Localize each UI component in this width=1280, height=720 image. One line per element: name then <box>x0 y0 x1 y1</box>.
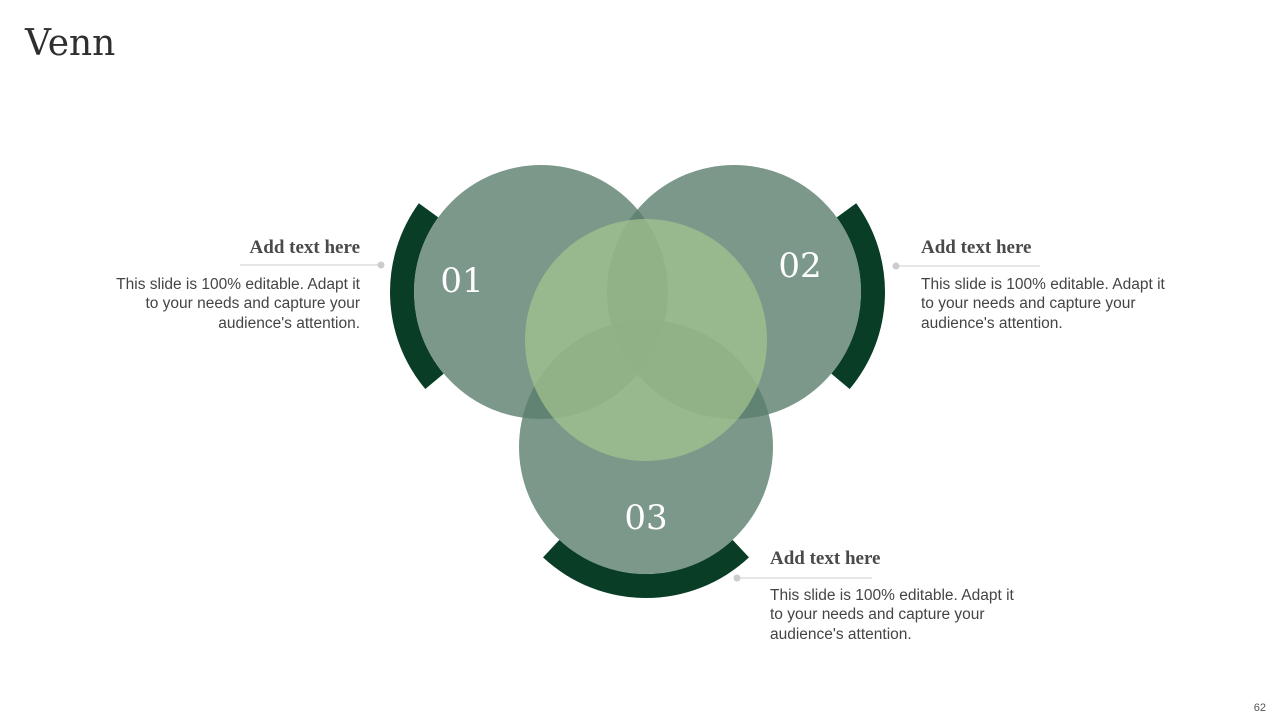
callout-02: Add text here This slide is 100% editabl… <box>921 237 1166 333</box>
callout-heading: Add text here <box>921 237 1032 258</box>
circle-label-03: 03 <box>624 498 667 538</box>
arc-accent-01 <box>390 203 444 390</box>
venn-center-circle <box>525 219 767 461</box>
connector-dot-02 <box>892 262 900 270</box>
arc-accent-03 <box>543 539 749 598</box>
callout-heading: Add text here <box>770 548 881 569</box>
callout-01: Add text here This slide is 100% editabl… <box>115 237 360 333</box>
circle-label-01: 01 <box>440 261 483 301</box>
callout-body: This slide is 100% editable. Adapt it to… <box>116 275 360 332</box>
page-title: Venn <box>25 23 116 64</box>
connector-dot-03 <box>733 574 741 582</box>
callout-heading: Add text here <box>249 237 360 258</box>
callout-body: This slide is 100% editable. Adapt it to… <box>921 275 1165 332</box>
page-number: 62 <box>1253 702 1266 714</box>
arc-accent-02 <box>831 203 886 390</box>
connector-dot-01 <box>377 261 385 269</box>
callout-body: This slide is 100% editable. Adapt it to… <box>770 586 1014 643</box>
callout-03: Add text here This slide is 100% editabl… <box>770 548 1015 644</box>
circle-label-02: 02 <box>778 246 821 286</box>
